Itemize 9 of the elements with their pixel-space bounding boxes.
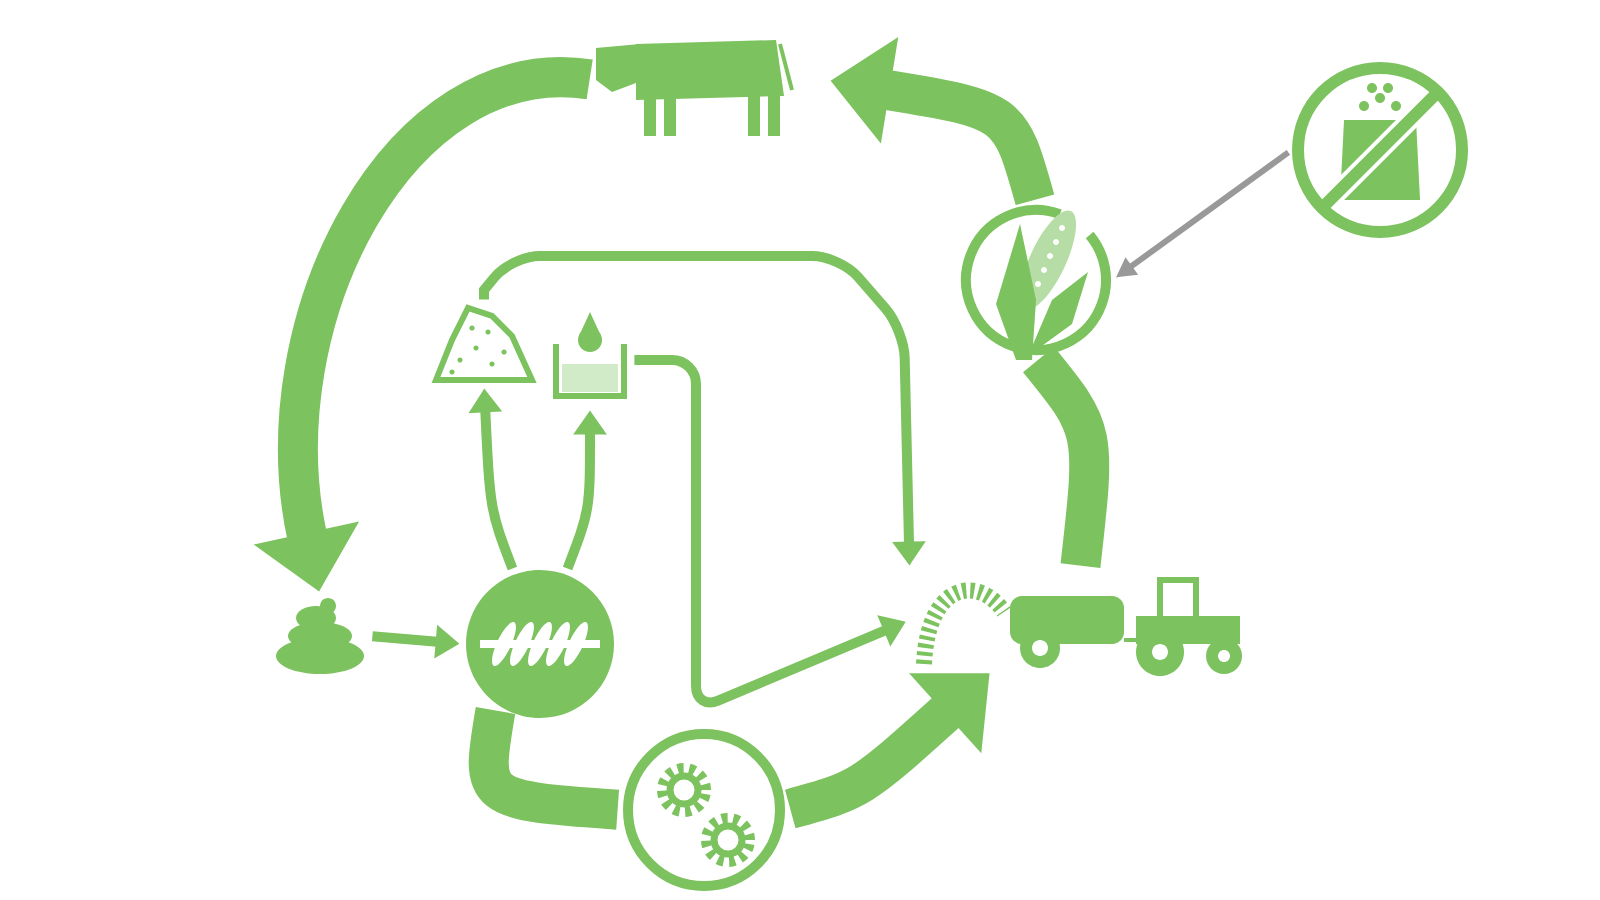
liquid-beaker-drawing bbox=[553, 312, 627, 399]
manure-drawing bbox=[276, 598, 364, 674]
gears-drawing bbox=[623, 729, 785, 891]
corn-drawing bbox=[961, 205, 1111, 360]
connector-band bbox=[1023, 346, 1110, 568]
cow-drawing bbox=[596, 40, 794, 136]
tractor-spreader-drawing bbox=[916, 577, 1242, 676]
no-fertilizer-sign bbox=[1292, 62, 1468, 238]
screw-separator-drawing bbox=[466, 570, 614, 718]
